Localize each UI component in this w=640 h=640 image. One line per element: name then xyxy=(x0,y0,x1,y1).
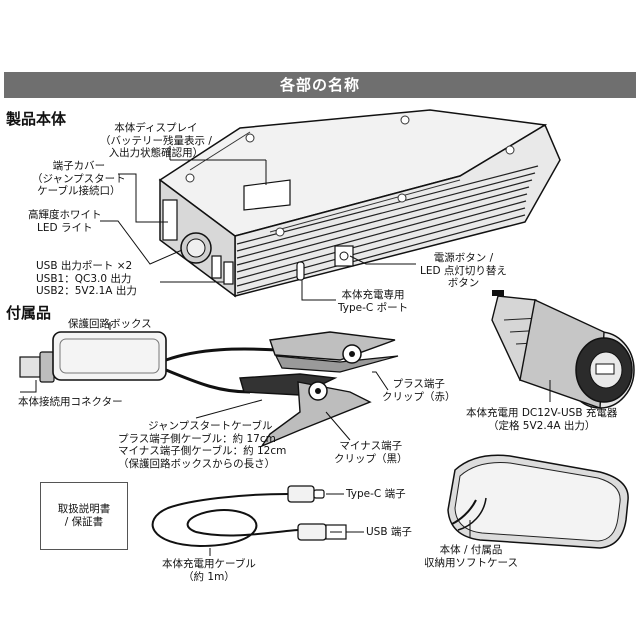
label-minus-clip-line: クリップ（黒） xyxy=(334,452,408,465)
label-usb-port-line: USB 出力ポート ×2 xyxy=(36,260,133,272)
section-title-main-unit: 製品本体 xyxy=(6,110,67,128)
label-display-line: （バッテリー残量表示 / xyxy=(100,134,212,147)
label-soft-case-line: 収納用ソフトケース xyxy=(424,556,518,569)
label-jump-cable-line: （保護回路ボックスからの長さ） xyxy=(118,457,276,470)
label-jump-cable: ジャンプスタートケーブル プラス端子側ケーブル：約 17cm マイナス端子側ケー… xyxy=(118,420,286,470)
header-bar: 各部の名称 xyxy=(4,72,636,98)
label-display-line: 本体ディスプレイ xyxy=(114,122,198,134)
label-usb-port-line: USB1：QC3.0 出力 xyxy=(36,272,132,285)
label-car-charger: 本体充電用 DC12V-USB 充電器 （定格 5V2.4A 出力） xyxy=(466,407,617,432)
label-plus-clip-line: プラス端子 xyxy=(392,378,445,390)
soft-case-drawing xyxy=(447,454,629,549)
label-typec-end: Type-C 端子 xyxy=(346,488,406,500)
label-jump-cable-line: ジャンプスタートケーブル xyxy=(148,420,273,432)
label-terminal-cover-line: （ジャンプスタート xyxy=(32,172,126,185)
label-charge-cable: 本体充電用ケーブル （約 1m） xyxy=(162,558,256,583)
label-charge-cable-line: （約 1m） xyxy=(183,570,235,583)
label-car-charger-line: （定格 5V2.4A 出力） xyxy=(487,419,596,432)
label-manual: 取扱説明書 / 保証書 xyxy=(41,503,127,528)
jump-cable-drawing xyxy=(19,331,399,448)
label-jump-cable-line: マイナス端子側ケーブル：約 12cm xyxy=(118,445,287,457)
label-minus-clip: マイナス端子 クリップ（黒） xyxy=(334,440,408,465)
label-charge-cable-line: 本体充電用ケーブル xyxy=(162,558,256,570)
label-terminal-cover-line: 端子カバー xyxy=(52,160,106,172)
page-title: 各部の名称 xyxy=(279,76,360,94)
label-car-charger-line: 本体充電用 DC12V-USB 充電器 xyxy=(466,407,618,419)
car-charger-drawing xyxy=(491,290,635,409)
label-connector: 本体接続用コネクター xyxy=(18,396,123,408)
label-typec-port: 本体充電専用 Type-C ポート xyxy=(338,289,408,314)
label-display-line: 入出力状態確認用） xyxy=(108,147,204,159)
label-usb-port: USB 出力ポート ×2 USB1：QC3.0 出力 USB2：5V2.1A 出… xyxy=(36,260,137,298)
label-manual-line: 取扱説明書 xyxy=(57,503,111,515)
label-power-button-line: ボタン xyxy=(447,277,480,289)
label-typec-port-line: 本体充電専用 xyxy=(341,289,405,301)
label-terminal-cover-line: ケーブル接続口） xyxy=(37,185,121,197)
label-usb-end: USB 端子 xyxy=(366,526,412,538)
label-soft-case: 本体 / 付属品 収納用ソフトケース xyxy=(424,544,518,569)
manual-sheet: 取扱説明書 / 保証書 xyxy=(40,482,128,550)
label-protection-box: 保護回路ボックス xyxy=(68,318,152,330)
leader-lines-main xyxy=(100,146,416,301)
label-plus-clip: プラス端子 クリップ（赤） xyxy=(382,378,456,403)
leader-lines-charge-cable xyxy=(209,493,364,556)
label-plus-clip-line: クリップ（赤） xyxy=(382,390,456,403)
leader-lines-cable xyxy=(20,322,389,441)
label-power-button-line: 電源ボタン / xyxy=(433,252,494,264)
jump-starter-unit-drawing xyxy=(158,109,561,298)
label-display: 本体ディスプレイ （バッテリー残量表示 / 入出力状態確認用） xyxy=(100,122,212,160)
section-title-accessories: 付属品 xyxy=(6,304,52,322)
label-terminal-cover: 端子カバー （ジャンプスタート ケーブル接続口） xyxy=(32,160,126,198)
label-usb-port-line: USB2：5V2.1A 出力 xyxy=(36,285,137,297)
label-led-light-line: LED ライト xyxy=(37,221,93,234)
label-power-button-line: LED 点灯切り替え xyxy=(420,264,507,277)
charge-cable-drawing xyxy=(151,485,347,548)
label-minus-clip-line: マイナス端子 xyxy=(339,440,403,452)
label-manual-line: / 保証書 xyxy=(64,515,104,528)
label-jump-cable-line: プラス端子側ケーブル：約 17cm xyxy=(118,432,276,445)
label-soft-case-line: 本体 / 付属品 xyxy=(439,544,503,556)
label-led-light-line: 高輝度ホワイト xyxy=(28,209,102,221)
label-power-button: 電源ボタン / LED 点灯切り替え ボタン xyxy=(420,252,507,290)
label-led-light: 高輝度ホワイト LED ライト xyxy=(28,209,102,234)
label-typec-port-line: Type-C ポート xyxy=(338,301,409,314)
